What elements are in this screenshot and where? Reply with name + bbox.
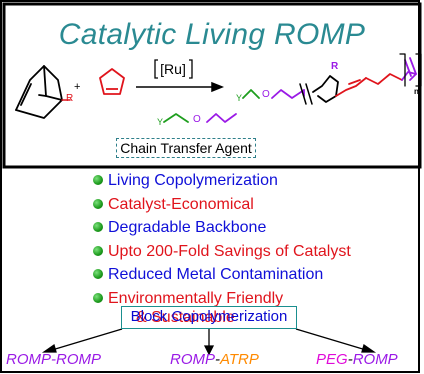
diagram-title: Catalytic Living ROMP bbox=[58, 18, 366, 51]
cta-structure bbox=[163, 113, 237, 123]
feature-text: Degradable Backbone bbox=[108, 219, 267, 236]
product-romp-atrp: ROMP-ATRP bbox=[170, 352, 259, 367]
product-part: ROMP bbox=[170, 351, 215, 368]
polymer-structure bbox=[242, 53, 422, 105]
feature-text: Catalyst-Economical bbox=[108, 195, 254, 213]
cta-y-label: Y bbox=[157, 117, 164, 127]
polymer-o-label-1: O bbox=[262, 89, 270, 100]
feature-item: Degradable Backbone bbox=[93, 218, 351, 242]
dihydrofuran-structure bbox=[99, 68, 125, 95]
product-part: ROMP bbox=[352, 351, 398, 368]
reaction-arrow bbox=[136, 81, 225, 93]
product-peg-romp: PEG-ROMP bbox=[316, 352, 398, 367]
r-label-monomer: R bbox=[66, 93, 74, 104]
product-part: - bbox=[215, 351, 220, 368]
feature-item: Reduced Metal Contamination bbox=[93, 265, 351, 289]
product-romp-romp: ROMP-ROMP bbox=[6, 352, 101, 367]
cta-o-label: O bbox=[193, 114, 201, 125]
green-bullet-icon bbox=[93, 245, 103, 256]
feature-item: Living Copolymerization bbox=[93, 171, 351, 195]
product-part: - bbox=[347, 351, 353, 368]
catalyst-label: [Ru] bbox=[160, 61, 186, 77]
product-part: PEG bbox=[316, 351, 348, 368]
feature-item: Catalyst-Economical bbox=[93, 195, 351, 219]
green-bullet-icon bbox=[93, 292, 103, 303]
product-part: ROMP-ROMP bbox=[6, 351, 101, 368]
norbornene-structure bbox=[15, 65, 71, 119]
feature-text: Living Copolymerization bbox=[108, 172, 278, 189]
green-bullet-icon bbox=[93, 175, 103, 185]
polymer-r-label: R bbox=[331, 61, 339, 72]
feature-list: Living Copolymerization Catalyst-Economi… bbox=[93, 171, 351, 333]
green-bullet-icon bbox=[93, 198, 103, 209]
catalyst-brackets bbox=[154, 59, 193, 79]
feature-text-line2: & Sustainable bbox=[136, 308, 235, 326]
feature-text: Upto 200-Fold Savings of Catalyst bbox=[108, 242, 351, 260]
branch-arrows bbox=[41, 328, 377, 356]
feature-text: Environmentally Friendly bbox=[108, 289, 284, 307]
polymer-y-label: Y bbox=[236, 93, 243, 103]
feature-text: Reduced Metal Contamination bbox=[108, 266, 324, 283]
green-bullet-icon bbox=[93, 269, 103, 279]
feature-item: Upto 200-Fold Savings of Catalyst bbox=[93, 242, 351, 266]
product-part: ATRP bbox=[220, 351, 259, 368]
block-copolymerization-box: Block Copolymerization bbox=[121, 306, 297, 329]
chain-transfer-agent-label: Chain Transfer Agent bbox=[116, 138, 256, 158]
green-bullet-icon bbox=[93, 222, 103, 232]
plus-sign: + bbox=[74, 81, 81, 93]
polymer-n-label: n bbox=[414, 87, 419, 96]
feature-item: Environmentally Friendly& Sustainable bbox=[93, 289, 351, 333]
